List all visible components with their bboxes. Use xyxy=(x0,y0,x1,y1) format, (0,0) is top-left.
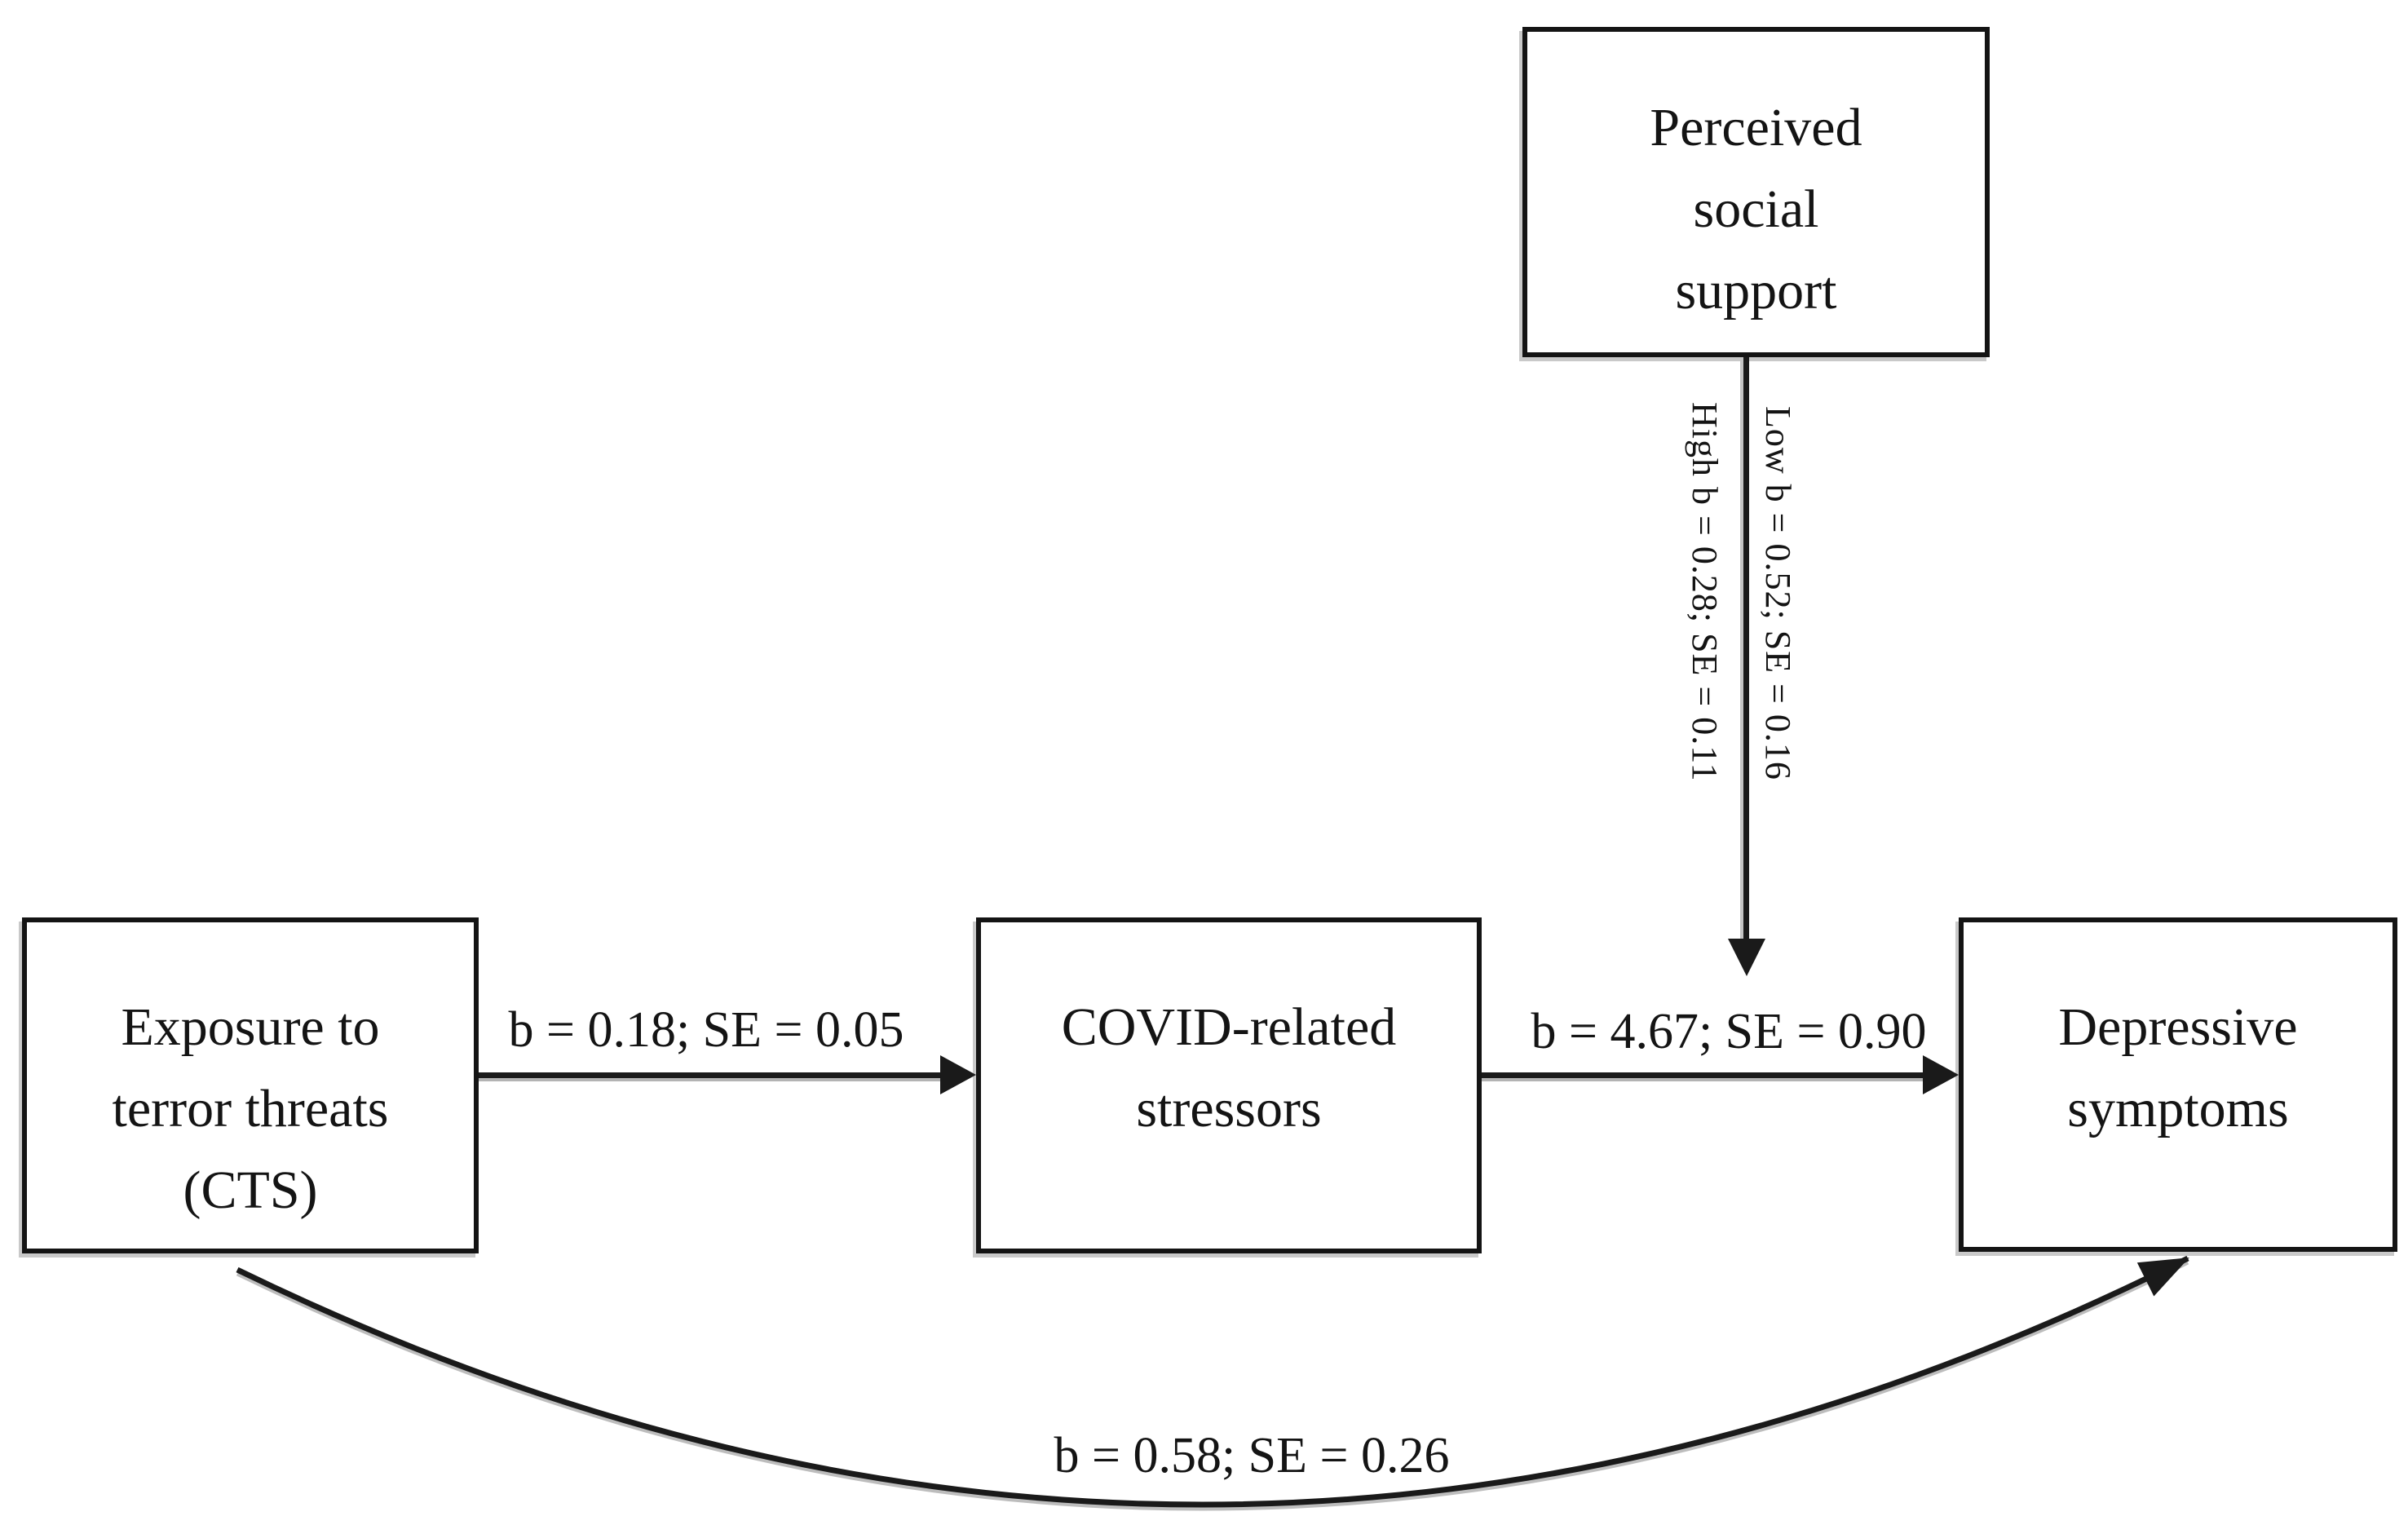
node-label-line: Exposure to xyxy=(121,997,380,1057)
node-label-line: support xyxy=(1675,261,1837,320)
arrow-moderator-to-b-path xyxy=(1743,357,1749,939)
node-label-line: terror threats xyxy=(112,1079,389,1138)
arrowhead-right-icon xyxy=(940,1055,976,1094)
node-label-line: COVID-related xyxy=(1061,997,1397,1057)
arrowhead-right-icon xyxy=(1923,1055,1959,1094)
node-label-line: stressors xyxy=(1136,1079,1322,1138)
moderation-low-coefficient-label: Low b = 0.52; SE = 0.16 xyxy=(1758,406,1798,780)
node-label-line: (CTS) xyxy=(183,1160,318,1220)
node-label-line: symptoms xyxy=(2067,1079,2289,1138)
node-covid-related-stressors: COVID-related stressors xyxy=(976,917,1482,1253)
path-a-coefficient-label: b = 0.18; SE = 0.05 xyxy=(508,1002,904,1058)
path-b-coefficient-label: b = 4.67; SE = 0.90 xyxy=(1531,1004,1927,1059)
node-label-line: Depressive xyxy=(2058,997,2298,1057)
node-depressive-symptoms: Depressive symptoms xyxy=(1959,917,2397,1252)
arrow-mediator-to-outcome xyxy=(1482,1072,1923,1078)
arrow-predictor-to-mediator xyxy=(479,1072,940,1078)
arrowhead-down-icon xyxy=(1728,939,1765,976)
node-exposure-terror-threats: Exposure to terror threats (CTS) xyxy=(22,917,479,1253)
node-label-line: social xyxy=(1693,179,1819,239)
node-label-line: Perceived xyxy=(1650,98,1862,157)
direct-path-coefficient-label: b = 0.58; SE = 0.26 xyxy=(1054,1428,1450,1483)
moderation-high-coefficient-label: High b = 0.28; SE = 0.11 xyxy=(1685,402,1725,782)
node-perceived-social-support: Perceived social support xyxy=(1522,27,1990,357)
